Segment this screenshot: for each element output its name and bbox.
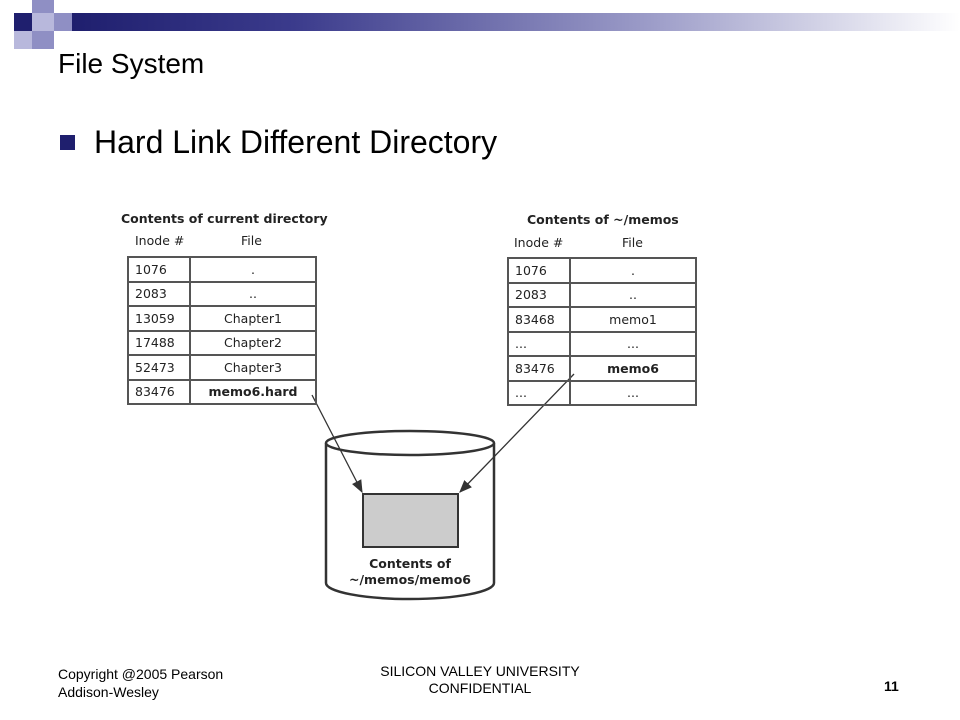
disk-cylinder-top — [324, 429, 496, 457]
file-cell: memo6 — [569, 355, 697, 382]
table-row: 2083.. — [127, 280, 317, 307]
right-table-inode-header: Inode # — [514, 235, 564, 250]
confidential-line2: CONFIDENTIAL — [428, 680, 532, 696]
confidential-line1: SILICON VALLEY UNIVERSITY — [380, 663, 580, 679]
table-row: ...... — [507, 379, 697, 406]
inode-cell: 17488 — [127, 329, 191, 356]
left-table-file-header: File — [241, 233, 262, 248]
right-table-caption: Contents of ~/memos — [527, 212, 679, 227]
file-cell: . — [569, 257, 697, 284]
table-row: 2083.. — [507, 281, 697, 308]
file-data-block — [362, 493, 459, 548]
inode-cell: 1076 — [127, 256, 191, 283]
header-square-light — [32, 31, 54, 49]
file-cell: ... — [569, 330, 697, 357]
header-square-light — [14, 31, 32, 49]
inode-cell: ... — [507, 330, 571, 357]
inode-cell: 13059 — [127, 305, 191, 332]
left-table-caption: Contents of current directory — [121, 211, 328, 226]
page-number: 11 — [884, 678, 899, 694]
inode-cell: 83476 — [127, 378, 191, 405]
inode-cell: 83468 — [507, 306, 571, 333]
inode-cell: 83476 — [507, 355, 571, 382]
slide-title: File System — [58, 48, 205, 79]
file-cell: Chapter2 — [189, 329, 317, 356]
file-cell: ... — [569, 379, 697, 406]
header-square-light — [32, 13, 54, 31]
file-cell: . — [189, 256, 317, 283]
file-cell: Chapter1 — [189, 305, 317, 332]
file-cell: Chapter3 — [189, 354, 317, 381]
file-cell: memo6.hard — [189, 378, 317, 405]
left-table-inode-header: Inode # — [135, 233, 185, 248]
disk-label-line1: Contents of — [369, 556, 451, 571]
file-cell: memo1 — [569, 306, 697, 333]
file-cell: .. — [569, 281, 697, 308]
bullet-text: Hard Link Different Directory — [94, 124, 498, 160]
inode-cell: 2083 — [507, 281, 571, 308]
bullet-item: Hard Link Different Directory — [60, 124, 497, 161]
copyright-line2: Addison-Wesley — [58, 684, 159, 700]
table-row: ...... — [507, 330, 697, 357]
header-square-light — [32, 0, 54, 13]
bullet-square-icon — [60, 135, 75, 150]
inode-cell: 2083 — [127, 280, 191, 307]
table-row: 1076. — [127, 256, 317, 283]
disk-label-line2: ~/memos/memo6 — [349, 572, 471, 587]
copyright-line1: Copyright @2005 Pearson — [58, 666, 224, 682]
footer-confidential: SILICON VALLEY UNIVERSITY CONFIDENTIAL — [330, 663, 630, 697]
inode-cell: ... — [507, 379, 571, 406]
link-arrow-left — [311, 394, 363, 494]
disk-contents-label: Contents of ~/memos/memo6 — [320, 556, 500, 588]
inode-cell: 1076 — [507, 257, 571, 284]
table-row: 1076. — [507, 257, 697, 284]
file-cell: .. — [189, 280, 317, 307]
header-gradient-bar — [72, 13, 960, 31]
header-square-light — [54, 13, 72, 31]
inode-cell: 52473 — [127, 354, 191, 381]
right-table-file-header: File — [622, 235, 643, 250]
header-square-dark — [14, 13, 32, 31]
footer-copyright: Copyright @2005 Pearson Addison-Wesley — [58, 665, 223, 701]
